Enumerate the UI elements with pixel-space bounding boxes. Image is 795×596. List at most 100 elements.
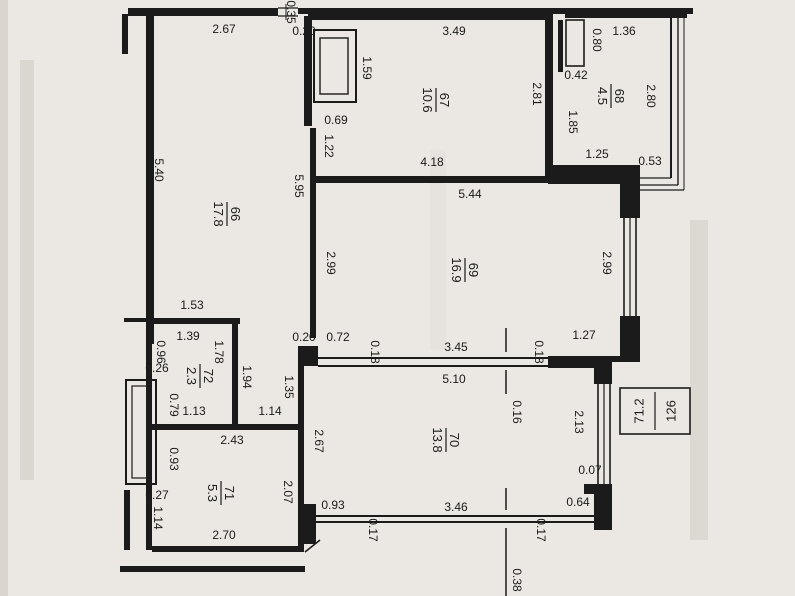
dimension-label: 0.79 xyxy=(167,393,181,417)
dimension-label: 0.96 xyxy=(154,340,168,364)
dimension-label: 1.27 xyxy=(572,328,596,342)
dimension-label: 0.72 xyxy=(326,330,350,344)
window-top xyxy=(278,4,298,20)
dimension-label: 5.44 xyxy=(458,187,482,201)
dimension-label: 1.14 xyxy=(151,506,165,530)
dimension-label: 0.17 xyxy=(534,518,548,542)
wall-top-left xyxy=(128,8,278,16)
dimension-label: 0.93 xyxy=(321,498,345,512)
dimension-label: 2.07 xyxy=(281,480,295,504)
wall-block-left-mid xyxy=(298,346,318,366)
dimension-label: 1.94 xyxy=(240,365,254,389)
apartment-number: 126 xyxy=(663,400,678,422)
wall-left-bottom-stub xyxy=(124,490,130,550)
room-area: 2.3 xyxy=(184,367,199,385)
dimension-label: 1.78 xyxy=(212,340,226,364)
wall-left-outer xyxy=(122,14,128,54)
room-label: 715.3 xyxy=(205,481,237,505)
room-area: 4.5 xyxy=(595,87,610,105)
dimension-label: 0.27 xyxy=(145,488,169,502)
wall-left-small xyxy=(124,318,148,322)
wall-h-72-top xyxy=(150,318,240,324)
dimension-label: 1.35 xyxy=(282,375,296,399)
wall-bottom-outer xyxy=(120,566,305,572)
room-number: 70 xyxy=(447,433,462,447)
wall-h-67-69 xyxy=(316,176,550,183)
dimension-label: 2.13 xyxy=(572,410,586,434)
dimension-label: 1.39 xyxy=(176,329,200,343)
wall-bottom-70 xyxy=(316,515,594,523)
dimension-label: 2.81 xyxy=(530,82,544,106)
wall-block-right-mid xyxy=(548,316,640,384)
dimension-label: 0.17 xyxy=(366,518,380,542)
room-label: 722.3 xyxy=(184,364,216,388)
wall-left-lower xyxy=(146,340,152,550)
dimension-label: 1.85 xyxy=(566,110,580,134)
dimension-label: 0.80 xyxy=(590,28,604,52)
room-number: 72 xyxy=(201,369,216,383)
dimension-label: 0.26 xyxy=(145,361,169,375)
room-number: 66 xyxy=(228,207,243,221)
room-number: 69 xyxy=(466,263,481,277)
room-area: 17.8 xyxy=(211,201,226,226)
dimension-label: 1.13 xyxy=(182,404,206,418)
wall-top-right xyxy=(298,8,693,14)
wall-v-stub xyxy=(310,128,316,176)
dimension-label: 1.22 xyxy=(322,134,336,158)
window-69 xyxy=(623,218,637,318)
dimension-label: 0.07 xyxy=(578,463,602,477)
dimension-label: 0.20 xyxy=(292,330,316,344)
dimension-label: 0.64 xyxy=(566,495,590,509)
dimension-label: 4.18 xyxy=(420,155,444,169)
dimension-label: 5.40 xyxy=(152,158,166,182)
walls xyxy=(120,4,693,596)
wall-top-right2 xyxy=(565,14,687,18)
dimension-label: 2.67 xyxy=(312,429,326,453)
wall-v-72-right xyxy=(232,318,238,428)
dimension-label: 0.35 xyxy=(284,0,298,24)
entrance-opening xyxy=(125,379,157,485)
apartment-total: 126 71.2 xyxy=(619,387,691,435)
dimension-label: 0.16 xyxy=(510,400,524,424)
dimension-label: 0.38 xyxy=(510,568,524,592)
dimension-label: 2.99 xyxy=(324,251,338,275)
wall-block-left-bottom xyxy=(304,504,316,544)
wall-left xyxy=(146,14,154,344)
dimension-label: 1.25 xyxy=(585,147,609,161)
wall-v-67-68 xyxy=(545,14,553,182)
wall-v-corridor xyxy=(298,366,304,550)
paper-left-edge xyxy=(0,0,8,596)
room-area: 5.3 xyxy=(205,484,220,502)
dimension-label: 1.53 xyxy=(180,298,204,312)
room-area: 16.9 xyxy=(449,257,464,282)
dimension-label: 3.49 xyxy=(442,24,466,38)
dimension-label: 2.80 xyxy=(644,84,658,108)
dimension-label: 1.14 xyxy=(258,404,282,418)
wall-bottom-outer-line xyxy=(304,539,321,553)
wall-h-69-70 xyxy=(318,357,548,367)
dimension-label: 3.46 xyxy=(444,500,468,514)
dimension-label: 2.67 xyxy=(212,22,236,36)
dimension-label: 0.53 xyxy=(638,154,662,168)
bleed-through-background xyxy=(20,60,708,540)
room-number: 67 xyxy=(437,93,452,107)
wall-bottom-71 xyxy=(152,546,304,552)
wall-v-66-67 xyxy=(304,16,312,126)
dimension-label: 1.36 xyxy=(612,24,636,38)
dimension-label: 0.42 xyxy=(564,68,588,82)
dimension-label: 0.93 xyxy=(167,447,181,471)
wall-right-68 xyxy=(640,16,685,191)
dimension-label: 2.43 xyxy=(220,433,244,447)
wall-block-right-bottom xyxy=(584,484,612,530)
wall-h-71-top xyxy=(152,424,304,430)
dimension-label: 5.95 xyxy=(292,174,306,198)
dimension-label: 0.69 xyxy=(324,113,348,127)
